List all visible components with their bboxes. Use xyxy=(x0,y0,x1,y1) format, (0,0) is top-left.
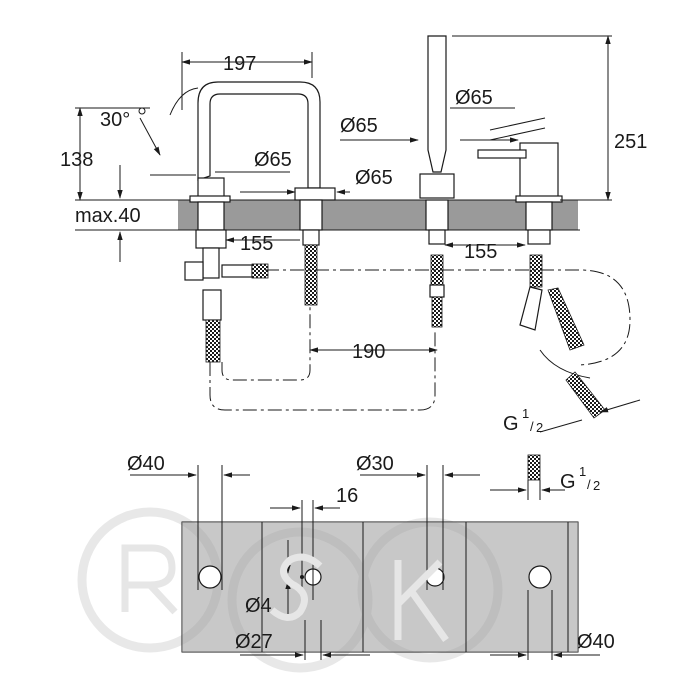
spout-shank xyxy=(299,199,323,231)
top-dimensions xyxy=(75,35,641,433)
left-valve-side-thread xyxy=(251,263,269,279)
left-valve-stem xyxy=(202,247,220,279)
label-138: 138 xyxy=(60,149,93,171)
right-mixer-hose-b xyxy=(519,286,543,331)
left-valve-fitting xyxy=(202,289,222,321)
spout-outlet-curve xyxy=(169,87,199,116)
label-30-deg: 30° xyxy=(100,109,130,131)
dim-line-thread-outlet-b xyxy=(599,399,641,413)
watermark-letters xyxy=(121,544,449,643)
hand-shower-holder xyxy=(419,173,455,199)
label-dia-mid: Ø65 xyxy=(340,115,378,137)
degree-mark xyxy=(138,107,146,115)
hand-shower xyxy=(419,35,455,328)
svg-text:1: 1 xyxy=(579,464,586,479)
right-mixer-hose-a xyxy=(529,254,543,288)
left-valve-hose xyxy=(205,319,221,363)
label-dia-40-left: Ø40 xyxy=(127,453,165,475)
watermark-letter-r xyxy=(121,544,178,615)
label-thread-outlet: G 1 / 2 xyxy=(503,406,543,435)
spout-hose xyxy=(304,244,318,306)
svg-text:1: 1 xyxy=(522,406,529,421)
label-190: 190 xyxy=(352,341,385,363)
right-mixer xyxy=(477,117,606,419)
right-mixer-shank xyxy=(525,201,553,231)
hole-right xyxy=(528,565,552,589)
hand-shower-nut xyxy=(428,229,446,245)
template-fill xyxy=(182,522,578,652)
svg-text:G: G xyxy=(560,471,576,493)
right-mixer-rosette xyxy=(515,195,563,203)
left-valve xyxy=(184,177,269,363)
left-valve-nut xyxy=(195,229,227,249)
hose-route-spout xyxy=(221,305,311,381)
label-dia-40-right: Ø40 xyxy=(577,631,615,653)
hand-shower-handle xyxy=(427,35,447,173)
svg-text:2: 2 xyxy=(593,478,600,493)
svg-text:2: 2 xyxy=(536,420,543,435)
deck-section xyxy=(178,200,578,230)
label-deck-thickness: max.40 xyxy=(75,205,141,227)
hose-thread-detail xyxy=(527,454,541,481)
label-155-left: 155 xyxy=(240,233,273,255)
right-mixer-hose-end xyxy=(565,371,606,419)
right-mixer-lever-raised-b xyxy=(489,127,546,141)
left-valve-cap xyxy=(197,177,225,199)
hose-route-right xyxy=(265,269,631,366)
label-197: 197 xyxy=(223,53,256,75)
left-valve-body xyxy=(197,201,225,231)
dim-line-thread-outlet xyxy=(539,419,583,433)
svg-text:G: G xyxy=(503,413,519,435)
template-view xyxy=(130,454,600,660)
left-valve-rosette xyxy=(189,195,231,203)
label-dia-left-b: Ø65 xyxy=(355,167,393,189)
right-mixer-nut xyxy=(527,229,551,245)
hand-shower-shank xyxy=(425,199,449,231)
label-dia-27: Ø27 xyxy=(235,631,273,653)
watermark-letter-k xyxy=(394,559,449,643)
label-dia-30: Ø30 xyxy=(356,453,394,475)
label-155-right: 155 xyxy=(464,241,497,263)
right-mixer-lever-raised xyxy=(489,117,546,131)
spout xyxy=(169,81,336,306)
right-mixer-hose-loop xyxy=(539,349,591,379)
dim-line-angle xyxy=(139,117,161,156)
hand-shower-hose-lower xyxy=(431,296,443,328)
hand-shower-coupling xyxy=(429,284,445,298)
label-thread-hose: G 1 / 2 xyxy=(560,464,600,493)
left-valve-side-port xyxy=(184,261,204,281)
svg-text:/: / xyxy=(587,477,591,492)
watermark-letter-s xyxy=(269,553,323,621)
label-16: 16 xyxy=(336,485,358,507)
right-mixer-lever xyxy=(477,149,527,159)
left-valve-side-pipe xyxy=(221,264,253,278)
spout-base xyxy=(294,187,336,201)
hole-left xyxy=(198,565,222,589)
label-dia-right: Ø65 xyxy=(455,87,493,109)
svg-text:/: / xyxy=(530,419,534,434)
hose-route-lower xyxy=(209,330,436,411)
label-dia-left-a: Ø65 xyxy=(254,149,292,171)
right-mixer-hose-c xyxy=(547,287,585,351)
label-dia-4: Ø4 xyxy=(245,595,272,617)
spout-nut xyxy=(302,229,320,246)
label-251: 251 xyxy=(614,131,647,153)
